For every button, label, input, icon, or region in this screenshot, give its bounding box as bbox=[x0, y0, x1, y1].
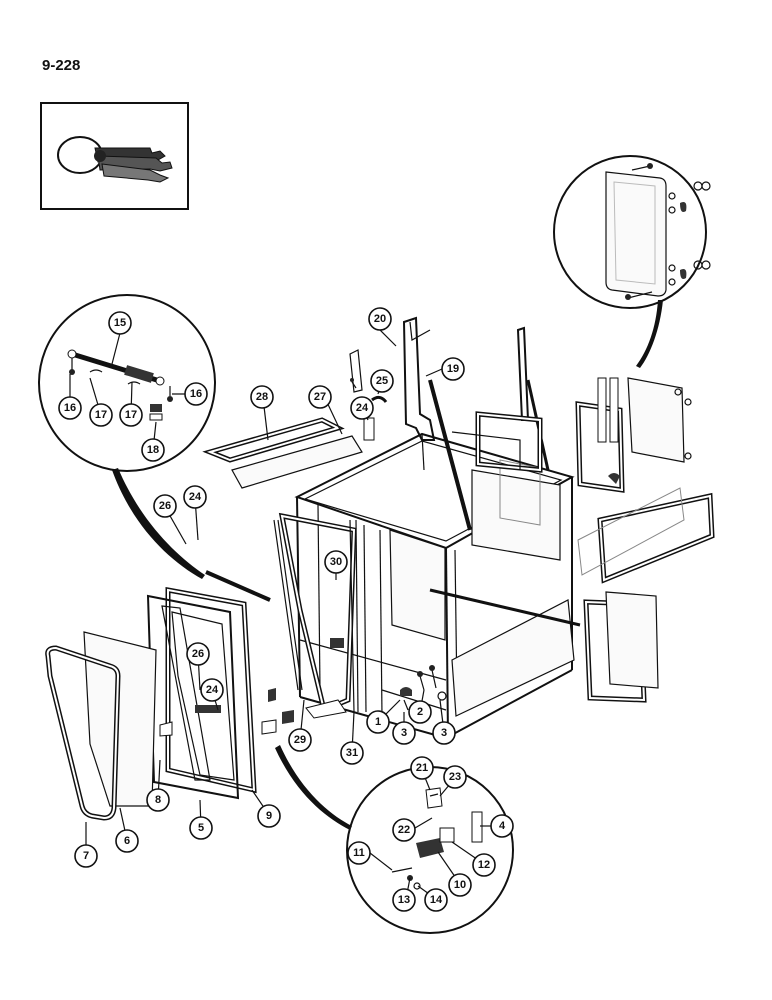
callout-24: 24 bbox=[183, 485, 207, 509]
cab-frame bbox=[294, 432, 575, 739]
callout-27: 27 bbox=[308, 385, 332, 409]
svg-text:10: 10 bbox=[454, 879, 466, 891]
svg-text:25: 25 bbox=[376, 375, 388, 387]
callout-3: 3 bbox=[392, 721, 416, 745]
svg-text:17: 17 bbox=[95, 409, 107, 421]
rear-upper-glass bbox=[202, 417, 363, 489]
svg-text:18: 18 bbox=[147, 444, 159, 456]
callout-16: 16 bbox=[184, 382, 208, 406]
svg-text:23: 23 bbox=[449, 771, 461, 783]
callout-2: 2 bbox=[408, 700, 432, 724]
svg-text:21: 21 bbox=[416, 762, 428, 774]
keys-icon bbox=[57, 136, 173, 183]
svg-text:20: 20 bbox=[374, 313, 386, 325]
svg-text:16: 16 bbox=[64, 402, 76, 414]
callout-4: 4 bbox=[490, 814, 514, 838]
callout-24: 24 bbox=[200, 678, 224, 702]
svg-text:13: 13 bbox=[398, 894, 410, 906]
callout-24: 24 bbox=[350, 396, 374, 420]
callout-15: 15 bbox=[108, 311, 132, 335]
svg-text:11: 11 bbox=[353, 847, 365, 859]
callout-26: 26 bbox=[186, 642, 210, 666]
svg-text:30: 30 bbox=[330, 556, 342, 568]
callout-31: 31 bbox=[340, 741, 364, 765]
svg-text:12: 12 bbox=[478, 859, 490, 871]
callout-11: 11 bbox=[347, 841, 371, 865]
callout-8: 8 bbox=[146, 788, 170, 812]
keys-inset bbox=[40, 102, 189, 210]
svg-text:31: 31 bbox=[346, 747, 358, 759]
svg-text:22: 22 bbox=[398, 824, 410, 836]
svg-text:24: 24 bbox=[206, 684, 219, 696]
svg-text:24: 24 bbox=[356, 402, 369, 414]
door-latch-detail bbox=[275, 745, 514, 934]
svg-text:17: 17 bbox=[125, 409, 137, 421]
callout-29: 29 bbox=[288, 728, 312, 752]
svg-text:16: 16 bbox=[190, 388, 202, 400]
callout-20: 20 bbox=[368, 307, 392, 331]
svg-text:28: 28 bbox=[256, 391, 268, 403]
svg-text:5: 5 bbox=[198, 822, 204, 834]
page-number: 9-228 bbox=[42, 57, 81, 74]
svg-text:26: 26 bbox=[159, 500, 171, 512]
svg-text:19: 19 bbox=[447, 363, 459, 375]
callout-18: 18 bbox=[141, 438, 165, 462]
callout-22: 22 bbox=[392, 818, 416, 842]
callout-19: 19 bbox=[441, 357, 465, 381]
svg-text:9: 9 bbox=[266, 810, 272, 822]
svg-text:7: 7 bbox=[83, 850, 89, 862]
callout-12: 12 bbox=[472, 853, 496, 877]
gas-strut-detail bbox=[38, 294, 216, 579]
callout-1: 1 bbox=[366, 710, 390, 734]
svg-text:6: 6 bbox=[124, 835, 130, 847]
callout-3: 3 bbox=[432, 721, 456, 745]
callout-10: 10 bbox=[448, 873, 472, 897]
callout-9: 9 bbox=[257, 804, 281, 828]
callout-21: 21 bbox=[410, 756, 434, 780]
door-glass-and-seal bbox=[45, 631, 157, 821]
svg-text:26: 26 bbox=[192, 648, 204, 660]
svg-text:4: 4 bbox=[499, 820, 506, 832]
callout-13: 13 bbox=[392, 888, 416, 912]
mount-hardware bbox=[261, 665, 447, 735]
callout-5: 5 bbox=[189, 816, 213, 840]
callout-25: 25 bbox=[370, 369, 394, 393]
callout-26: 26 bbox=[153, 494, 177, 518]
callout-7: 7 bbox=[74, 844, 98, 868]
svg-text:1: 1 bbox=[375, 716, 381, 728]
callout-14: 14 bbox=[424, 888, 448, 912]
front-corner-glass bbox=[273, 512, 359, 719]
callout-28: 28 bbox=[250, 385, 274, 409]
callout-17: 17 bbox=[119, 403, 143, 427]
right-side-windows bbox=[429, 377, 715, 717]
callout-6: 6 bbox=[115, 829, 139, 853]
callout-17: 17 bbox=[89, 403, 113, 427]
svg-text:24: 24 bbox=[189, 491, 202, 503]
callout-16: 16 bbox=[58, 396, 82, 420]
svg-text:8: 8 bbox=[155, 794, 161, 806]
svg-text:3: 3 bbox=[441, 727, 447, 739]
callout-30: 30 bbox=[324, 550, 348, 574]
svg-text:2: 2 bbox=[417, 706, 423, 718]
svg-text:14: 14 bbox=[430, 894, 443, 906]
svg-text:3: 3 bbox=[401, 727, 407, 739]
callout-23: 23 bbox=[443, 765, 467, 789]
svg-text:15: 15 bbox=[114, 317, 126, 329]
svg-text:27: 27 bbox=[314, 391, 326, 403]
svg-text:29: 29 bbox=[294, 734, 306, 746]
door-window-detail bbox=[553, 155, 711, 368]
